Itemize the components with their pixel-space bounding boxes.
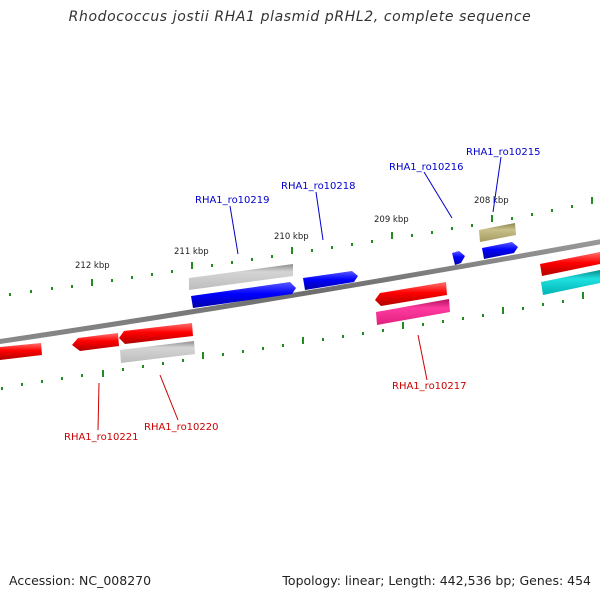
leader-ro10215: [492, 156, 502, 213]
gene-cyan-right[interactable]: [541, 270, 600, 295]
gene-blue-long[interactable]: [191, 282, 296, 308]
label-ro10217[interactable]: RHA1_ro10217: [392, 381, 467, 392]
kbp-label-210: 210 kbp: [274, 232, 309, 242]
gene-blue-right[interactable]: [482, 242, 518, 259]
gene-ro10218[interactable]: [303, 271, 358, 290]
lower-tick-track: [1, 292, 584, 390]
kbp-label-209: 209 kbp: [374, 215, 409, 225]
leader-ro10218: [315, 191, 324, 241]
gene-red-left-edge[interactable]: [0, 343, 42, 360]
leader-ro10216: [423, 171, 453, 219]
leader-ro10219: [229, 205, 239, 255]
backbone-line: [0, 239, 600, 345]
leader-ro10220: [159, 374, 179, 421]
label-ro10216[interactable]: RHA1_ro10216: [389, 162, 464, 173]
map-title: Rhodococcus jostii RHA1 plasmid pRHL2, c…: [68, 9, 532, 25]
label-ro10219[interactable]: RHA1_ro10219: [195, 195, 270, 206]
gene-red-middle[interactable]: [375, 282, 447, 306]
kbp-label-208: 208 kbp: [474, 196, 509, 206]
gene-ro10219-gray[interactable]: [189, 264, 293, 290]
label-ro10215[interactable]: RHA1_ro10215: [466, 147, 541, 158]
kbp-label-212: 212 kbp: [75, 261, 110, 271]
leader-ro10221: [97, 382, 100, 431]
gene-ro10216[interactable]: [452, 251, 465, 265]
label-ro10220[interactable]: RHA1_ro10220: [144, 422, 219, 433]
leader-ro10217: [417, 334, 428, 381]
topology-text: Topology: linear; Length: 442,536 bp; Ge…: [282, 573, 591, 588]
label-ro10218[interactable]: RHA1_ro10218: [281, 181, 356, 192]
gene-red-right[interactable]: [540, 252, 600, 276]
accession-text: Accession: NC_008270: [9, 573, 152, 588]
gene-ro10217[interactable]: [376, 299, 450, 325]
gene-ro10220-red[interactable]: [119, 323, 193, 344]
upper-tick-track: [9, 197, 593, 296]
gene-ro10221[interactable]: [72, 333, 119, 351]
label-ro10221[interactable]: RHA1_ro10221: [64, 432, 139, 443]
gene-ro10220[interactable]: [120, 341, 195, 363]
kbp-label-211: 211 kbp: [174, 247, 209, 257]
gene-ro10215[interactable]: [479, 223, 516, 242]
